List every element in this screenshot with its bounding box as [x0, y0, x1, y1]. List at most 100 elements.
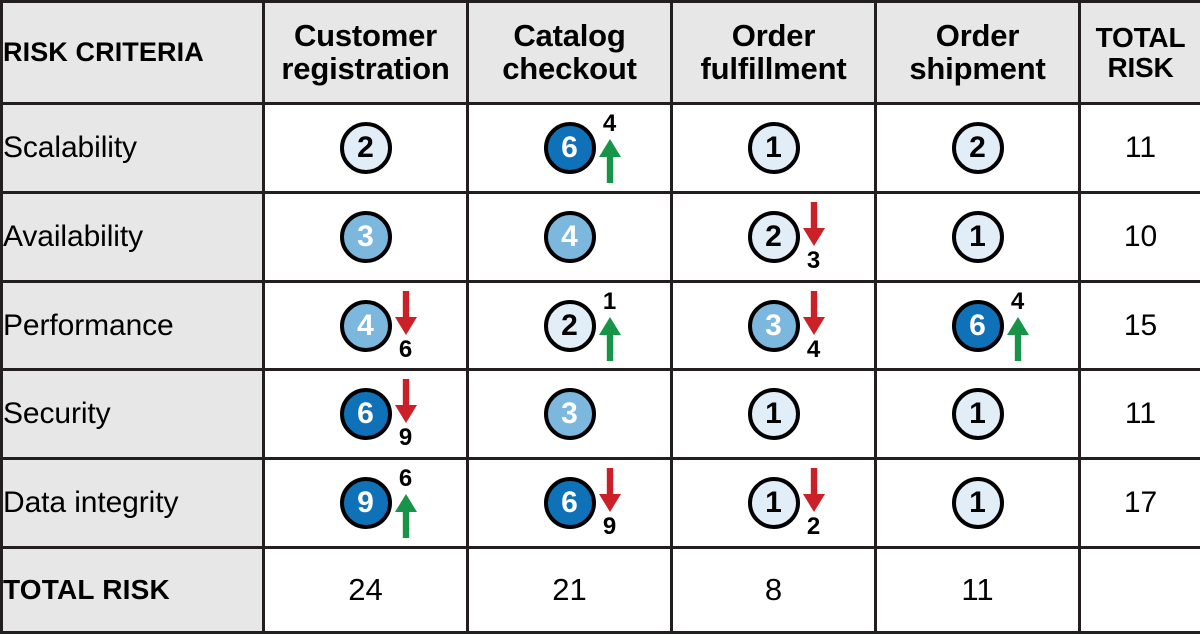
risk-score-circle: 1 [951, 477, 1004, 530]
trend-indicator: 6 [384, 288, 428, 364]
trend-value: 6 [398, 465, 413, 493]
column-total-risk: 8 [670, 546, 877, 634]
trend-indicator: 1 [588, 288, 632, 364]
trend-value: 9 [398, 424, 413, 452]
trend-value: 4 [602, 109, 617, 137]
header-column-catalog-checkout: Catalog checkout [466, 0, 673, 105]
risk-cell-inner: 1 [877, 460, 1078, 546]
risk-cell[interactable]: 1 [670, 368, 877, 461]
risk-cell[interactable]: 1 [874, 368, 1081, 461]
row-total-risk: 11 [1078, 102, 1200, 194]
header-line-1: Order [731, 18, 816, 54]
risk-cell-inner: 2 [877, 105, 1078, 191]
row-total-risk: 15 [1078, 279, 1200, 372]
header-line-2: RISK [1107, 51, 1174, 83]
header-risk-criteria: RISK CRITERIA [0, 0, 265, 105]
risk-cell-inner: 1 [877, 194, 1078, 280]
header-line-1: TOTAL [1095, 21, 1186, 53]
header-line-2: shipment [909, 50, 1046, 86]
trend-indicator: 9 [384, 376, 428, 452]
risk-cell-inner: 1 [673, 105, 874, 191]
header-column-order-shipment: Order shipment [874, 0, 1081, 105]
header-row: RISK CRITERIA Customer registration Cata… [0, 0, 1200, 105]
arrow-down-icon [802, 468, 825, 513]
risk-cell-inner: 3 [469, 371, 670, 457]
row-total-risk: 17 [1078, 457, 1200, 550]
risk-score-circle: 6 [339, 388, 392, 441]
row-label-performance: Performance [0, 279, 265, 372]
table-header: RISK CRITERIA Customer registration Cata… [0, 0, 1200, 105]
risk-cell-inner: 4 [469, 194, 670, 280]
trend-indicator: 3 [792, 199, 836, 275]
trend-indicator: 2 [792, 465, 836, 541]
risk-cell-inner: 3 [265, 194, 466, 280]
row-total-risk: 10 [1078, 190, 1200, 283]
risk-score-circle: 2 [747, 210, 800, 263]
risk-cell[interactable]: 3 [262, 190, 469, 283]
risk-score-circle: 2 [951, 121, 1004, 174]
risk-score-circle: 6 [543, 477, 596, 530]
risk-cell-inner: 2 [265, 105, 466, 191]
risk-cell[interactable]: 1 [670, 102, 877, 194]
row-label-scalability: Scalability [0, 102, 265, 194]
header-line-1: Catalog [513, 18, 626, 54]
trend-value: 3 [806, 246, 821, 274]
risk-score-circle: 3 [543, 388, 596, 441]
risk-cell[interactable]: 2 [262, 102, 469, 194]
arrow-up-icon [1006, 316, 1029, 361]
header-line-2: checkout [502, 50, 637, 86]
risk-cell[interactable]: 3 [466, 368, 673, 461]
trend-value: 2 [806, 513, 821, 541]
risk-score-circle: 3 [747, 299, 800, 352]
risk-cell[interactable]: 2 [874, 102, 1081, 194]
risk-score-circle: 9 [339, 477, 392, 530]
header-line-2: registration [281, 50, 450, 86]
header-line-2: fulfillment [700, 50, 847, 86]
row-label-data-integrity: Data integrity [0, 457, 265, 550]
arrow-down-icon [394, 379, 417, 424]
risk-score-circle: 4 [339, 299, 392, 352]
risk-cell[interactable]: 1 [874, 190, 1081, 283]
row-total-risk: 11 [1078, 368, 1200, 461]
arrow-down-icon [802, 201, 825, 246]
risk-score-circle: 2 [543, 299, 596, 352]
risk-cell[interactable]: 1 [874, 457, 1081, 550]
risk-score-circle: 1 [747, 477, 800, 530]
trend-value: 9 [602, 513, 617, 541]
grand-total-cell [1078, 546, 1200, 634]
risk-cell-inner: 1 [673, 371, 874, 457]
row-label-availability: Availability [0, 190, 265, 283]
header-column-order-fulfillment: Order fulfillment [670, 0, 877, 105]
risk-score-circle: 1 [951, 210, 1004, 263]
risk-score-circle: 4 [543, 210, 596, 263]
trend-value: 1 [602, 287, 617, 315]
arrow-down-icon [394, 290, 417, 335]
column-total-risk: 21 [466, 546, 673, 634]
arrow-up-icon [598, 316, 621, 361]
risk-cell[interactable]: 4 [466, 190, 673, 283]
